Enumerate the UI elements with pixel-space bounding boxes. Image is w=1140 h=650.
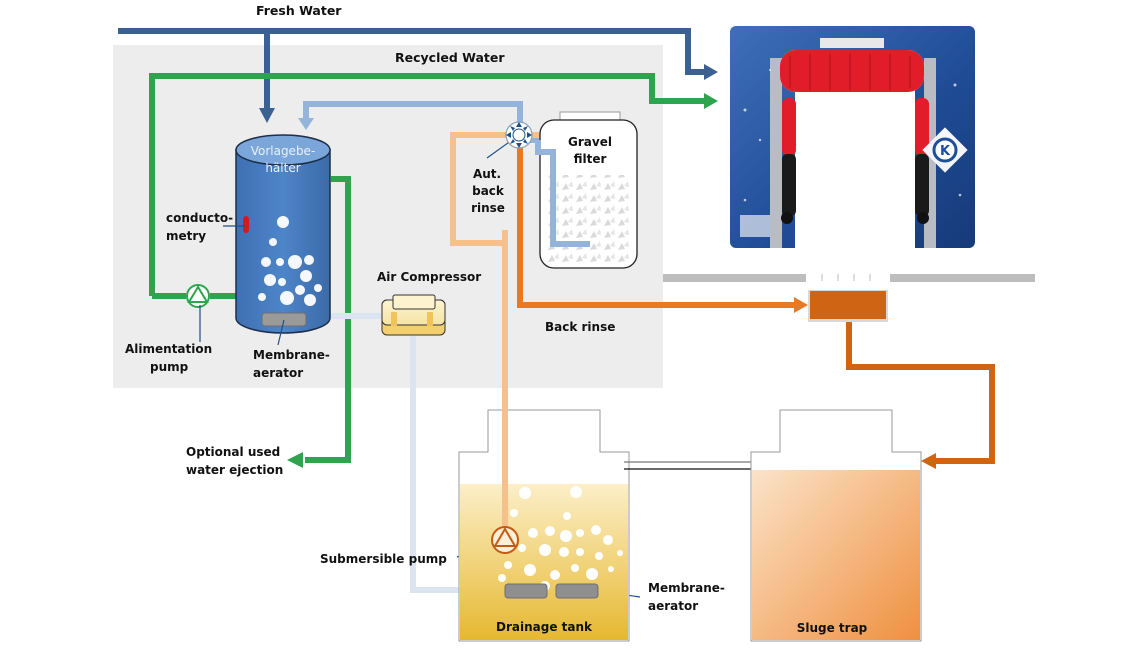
fresh-water-pipe [118,28,705,108]
filtered-water-arrow [298,118,314,130]
conductometry-label-line2: metry [166,229,206,243]
sludge-pipe [846,318,995,464]
back-rinse-arrow [794,297,808,313]
back-rinse-label: Back rinse [545,320,615,334]
gravel-filter [535,111,638,269]
multiport-valve-icon [505,121,533,149]
recycled-water-pipe [149,73,705,463]
floor-drain [663,274,1035,322]
membrane-aerator-label-line2: aerator [253,366,303,380]
tank-name-line1: Vorlagebe- [251,144,316,158]
submersible-pump-icon [491,526,519,554]
optional-ejection-label-line1: Optional used [186,445,280,459]
fresh-water-arrow-to-wash [704,64,718,80]
overflow-pipe [624,461,762,470]
sludge-trap [750,409,922,642]
drainage-tank [458,230,630,642]
recycled-water-label: Recycled Water [395,50,505,65]
submersible-pump-label: Submersible pump [320,552,447,566]
alimentation-pump-label-line2: pump [150,360,189,374]
conductometry-label-line1: conducto- [166,211,233,225]
sludge-arrow [921,453,936,469]
optional-ejection-label-line2: water ejection [186,463,283,477]
back-rinse-pipe [517,145,795,308]
sludge-trap-label: Sluge trap [797,621,868,635]
aut-back-rinse-label-line2: back [472,184,505,198]
gravel-filter-label-line1: Gravel [568,135,612,149]
air-compressor-icon [381,294,446,336]
fresh-water-arrow-to-tank [259,108,275,123]
membrane-aerator-label-line1: Membrane- [253,348,330,362]
ejection-arrow [287,452,303,468]
membrane-aerator2-label-line2: aerator [648,599,698,613]
tank-name-line2: hälter [265,161,300,175]
recycled-water-arrow-to-wash [704,93,718,109]
aut-back-rinse-label-line3: rinse [471,201,505,215]
membrane-aerator2-label-line1: Membrane- [648,581,725,595]
gravel-filter-label-line2: filter [574,152,607,166]
alimentation-pump-icon [186,284,210,308]
storage-tank [235,134,331,334]
fresh-water-label: Fresh Water [256,3,342,18]
air-compressor-label: Air Compressor [377,270,481,284]
svg-text:K: K [940,144,951,159]
car-wash-gantry-icon: K [730,26,975,248]
alimentation-pump-label-line1: Alimentation [125,342,212,356]
aut-back-rinse-label-line1: Aut. [473,167,501,181]
drainage-tank-label: Drainage tank [496,620,593,634]
